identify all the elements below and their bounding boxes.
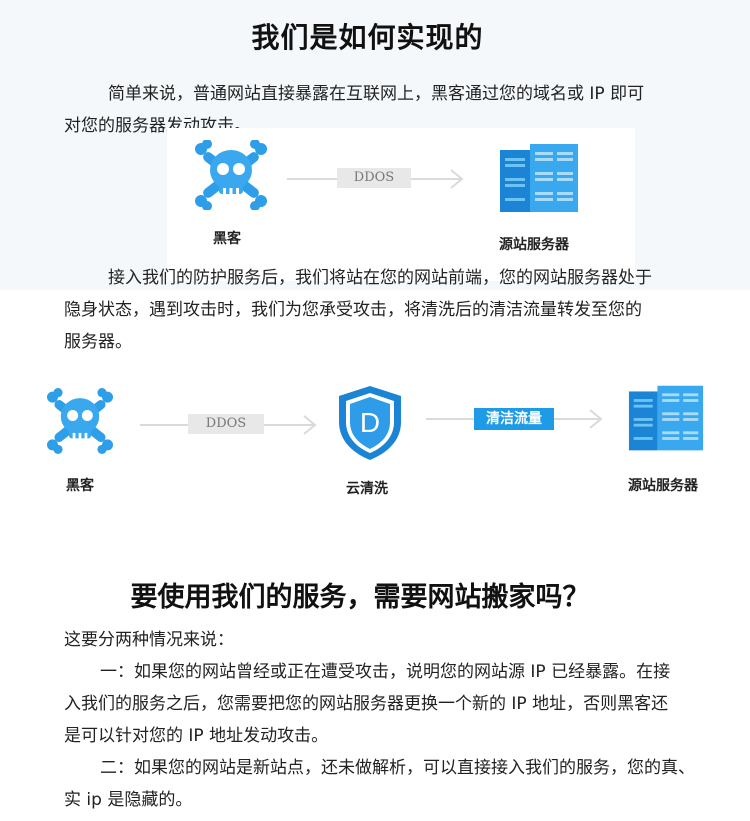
diagram-cloud-scrubbing: 黑客 DDOS D 云清洗 清洁流量 源站服务器 (0, 380, 750, 510)
hacker-label: 黑客 (213, 231, 241, 247)
hacker-label: 黑客 (66, 478, 94, 494)
section-title-migration: 要使用我们的服务，需要网站搬家吗？ (130, 582, 590, 613)
shield-letter: D (360, 407, 380, 438)
section-title-how-it-works: 我们是如何实现的 (251, 21, 484, 54)
migration-body: 这要分两种情况来说： 一：如果您的网站曾经或正在遭受攻击，说明您的网站源 IP … (64, 624, 734, 816)
server-rack-icon (628, 385, 704, 451)
origin-server-label: 源站服务器 (499, 237, 569, 253)
ddos-tag: DDOS (337, 168, 411, 188)
ddos-tag: DDOS (188, 414, 264, 434)
intro-line-1: 简单来说，普通网站直接暴露在互联网上，黑客通过您的域名或 IP 即可 (108, 84, 645, 104)
protection-line-2: 隐身状态，遇到攻击时，我们为您承受攻击，将清洗后的清洁流量转发至您的 (64, 300, 642, 320)
skull-crossbones-icon (47, 388, 113, 454)
case1-line-2: 入我们的服务之后，您需要把您的网站服务器更换一个新的 IP 地址，否则黑客还 (64, 694, 669, 714)
skull-crossbones-icon (195, 140, 267, 210)
protection-line-3: 服务器。 (64, 332, 132, 352)
diagram-direct-attack: 黑客 DDOS 源站服务器 (167, 128, 635, 281)
migration-lead: 这要分两种情况来说： (64, 630, 234, 650)
case1-line-3: 是可以针对您的 IP 地址发动攻击。 (64, 726, 329, 746)
server-rack-icon (500, 144, 578, 212)
origin-server-label: 源站服务器 (628, 478, 698, 494)
protection-line-1: 接入我们的防护服务后，我们将站在您的网站前端，您的网站服务器处于 (108, 268, 652, 288)
case2-line-2: 实 ip 是隐藏的。 (64, 790, 193, 810)
protection-paragraph: 接入我们的防护服务后，我们将站在您的网站前端，您的网站服务器处于 隐身状态，遇到… (64, 262, 714, 358)
clean-traffic-tag: 清洁流量 (474, 408, 554, 430)
case2-line-1: 二：如果您的网站是新站点，还未做解析，可以直接接入我们的服务，您的真、 (100, 758, 695, 778)
cloud-scrubbing-label: 云清洗 (346, 481, 388, 497)
case1-line-1: 一：如果您的网站曾经或正在遭受攻击，说明您的网站源 IP 已经暴露。在接 (100, 662, 671, 682)
shield-icon: D (339, 386, 401, 460)
